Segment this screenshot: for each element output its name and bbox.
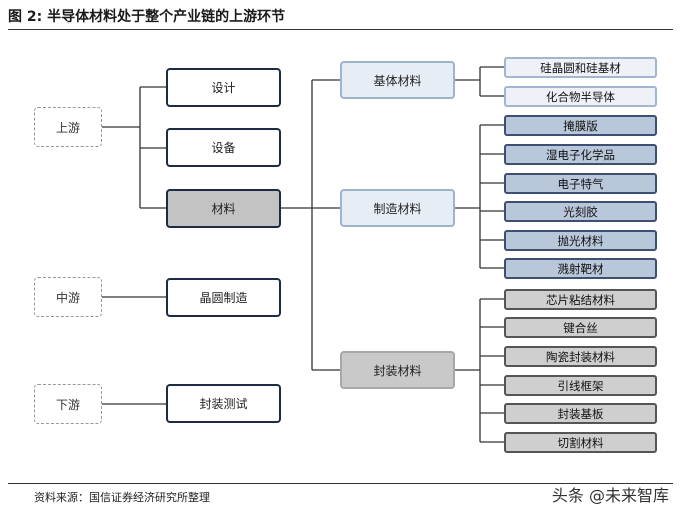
- packaging-item: 芯片粘结材料: [504, 289, 657, 310]
- segment-wafer-manufacturing: 晶圆制造: [166, 278, 281, 317]
- substrate-item: 硅晶圆和硅基材: [504, 57, 657, 78]
- manufacturing-item: 湿电子化学品: [504, 144, 657, 165]
- segment-equipment: 设备: [166, 128, 281, 167]
- group-manufacturing-materials: 制造材料: [340, 189, 455, 227]
- packaging-item: 切割材料: [504, 432, 657, 453]
- manufacturing-item: 溅射靶材: [504, 258, 657, 279]
- segment-design: 设计: [166, 68, 281, 107]
- manufacturing-item: 光刻胶: [504, 201, 657, 222]
- watermark: 头条 @未来智库: [551, 486, 669, 505]
- substrate-item: 化合物半导体: [504, 86, 657, 107]
- figure-title: 图 2: 半导体材料处于整个产业链的上游环节: [8, 9, 286, 25]
- packaging-item: 封装基板: [504, 403, 657, 424]
- group-substrate-materials: 基体材料: [340, 61, 455, 99]
- packaging-item: 引线框架: [504, 375, 657, 396]
- source-rule: [8, 483, 673, 484]
- stage-midstream: 中游: [34, 277, 102, 317]
- packaging-item: 键合丝: [504, 317, 657, 338]
- segment-packaging-testing: 封装测试: [166, 384, 281, 423]
- group-packaging-materials: 封装材料: [340, 351, 455, 389]
- segment-materials: 材料: [166, 189, 281, 228]
- manufacturing-item: 抛光材料: [504, 230, 657, 251]
- source-note: 资料来源：国信证券经济研究所整理: [34, 491, 210, 504]
- manufacturing-item: 掩膜版: [504, 115, 657, 136]
- stage-upstream: 上游: [34, 107, 102, 147]
- title-rule: [8, 29, 673, 30]
- manufacturing-item: 电子特气: [504, 173, 657, 194]
- packaging-item: 陶瓷封装材料: [504, 346, 657, 367]
- stage-downstream: 下游: [34, 384, 102, 424]
